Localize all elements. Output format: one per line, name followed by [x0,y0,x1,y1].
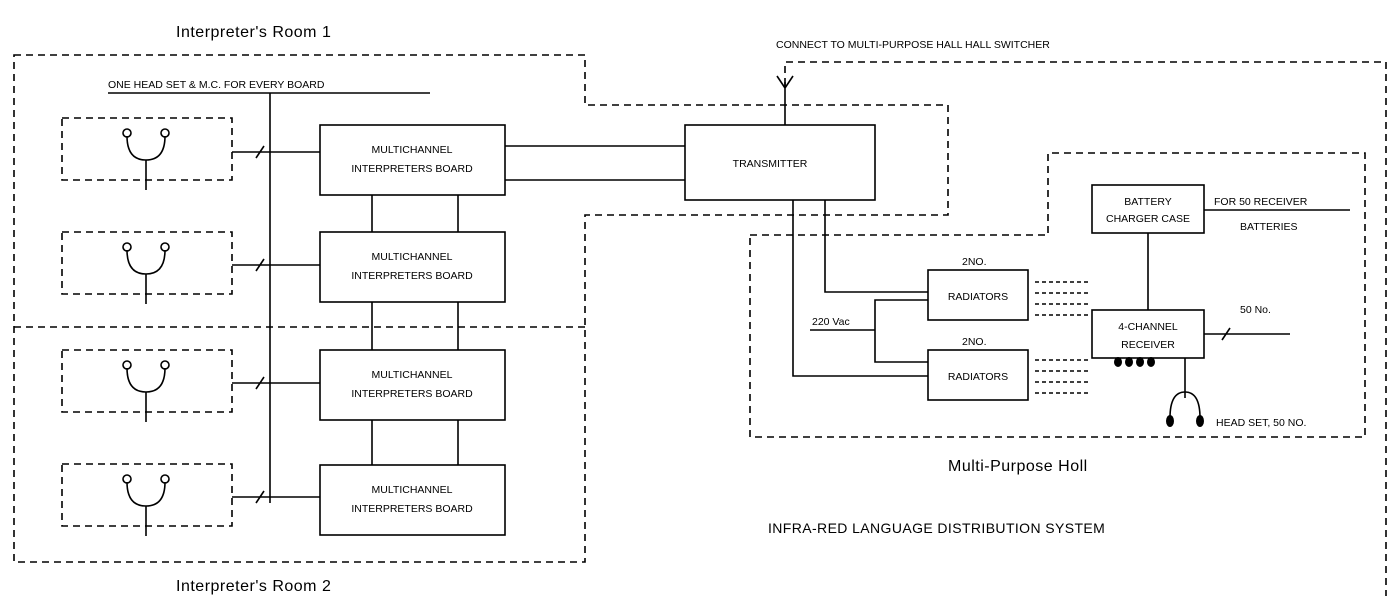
mic-station-3 [61,349,233,422]
radiator-qty-1: 2NO. [962,256,987,268]
system-title: INFRA-RED LANGUAGE DISTRIBUTION SYSTEM [768,520,1105,536]
receiver-output-slash [1221,327,1231,341]
board-label-line2: INTERPRETERS BOARD [351,388,473,400]
mic-station-1 [61,117,233,190]
board-label-line1: MULTICHANNEL [372,369,453,381]
microphone-icon [126,249,166,304]
battery-note-1: FOR 50 RECEIVER [1214,196,1308,208]
transmitter-block: TRANSMITTER [684,124,876,201]
board-label-line2: INTERPRETERS BOARD [351,503,473,515]
voltage-label: 220 Vac [812,316,850,328]
room1-title: Interpreter's Room 1 [176,24,331,41]
battery-note-2: BATTERIES [1240,221,1298,233]
transmitter-label: TRANSMITTER [733,158,808,170]
interpreter-board-2: MULTICHANNEL INTERPRETERS BOARD [319,231,506,303]
microphone-icon [126,481,166,536]
headset-qty: HEAD SET, 50 NO. [1216,417,1306,429]
board-label-line2: INTERPRETERS BOARD [351,270,473,282]
room2-title: Interpreter's Room 2 [176,578,331,595]
board-label-line1: MULTICHANNEL [372,484,453,496]
receiver-qty: 50 No. [1240,304,1271,316]
receiver-block: 4-CHANNEL RECEIVER [1091,309,1205,359]
power-feed-wire [874,299,928,363]
board-label-line1: MULTICHANNEL [372,144,453,156]
mic-station-2 [61,231,233,304]
transmitter-radiator-wire-1 [824,200,928,293]
receiver-label-line1: 4-CHANNEL [1118,321,1178,333]
connect-note: CONNECT TO MULTI-PURPOSE HALL HALL SWITC… [776,39,1050,51]
radiator-block-2: RADIATORS [927,349,1029,401]
battery-charger-block: BATTERY CHARGER CASE [1091,184,1205,234]
headphones-icon [1166,391,1204,427]
microphone-icon [126,135,166,190]
battery-label-line1: BATTERY [1124,196,1171,208]
battery-label-line2: CHARGER CASE [1106,213,1190,225]
board-label-line2: INTERPRETERS BOARD [351,163,473,175]
antenna-icon [776,75,794,125]
radiator-qty-2: 2NO. [962,336,987,348]
radiator-block-1: RADIATORS [927,269,1029,321]
interpreter-board-3: MULTICHANNEL INTERPRETERS BOARD [319,349,506,421]
interpreters-rooms-boundary [13,54,949,563]
interpreter-board-1: MULTICHANNEL INTERPRETERS BOARD [319,124,506,196]
infra-red-beams [1035,281,1090,394]
board-interconnects [371,195,459,465]
hall-title: Multi-Purpose Holl [948,458,1088,475]
board-label-line1: MULTICHANNEL [372,251,453,263]
interpreter-board-4: MULTICHANNEL INTERPRETERS BOARD [319,464,506,536]
receiver-indicator-icons [1114,357,1155,367]
receiver-label-line2: RECEIVER [1121,339,1175,351]
microphone-icon [126,367,166,422]
hall-boundary [749,152,1366,438]
radiators-label: RADIATORS [948,371,1008,383]
switcher-connection-boundary [784,61,1387,596]
transmitter-radiator-wire-2 [792,200,928,377]
headset-note: ONE HEAD SET & M.C. FOR EVERY BOARD [108,79,325,91]
mic-station-4 [61,463,233,536]
mic-board-wires [232,145,320,504]
radiators-label: RADIATORS [948,291,1008,303]
